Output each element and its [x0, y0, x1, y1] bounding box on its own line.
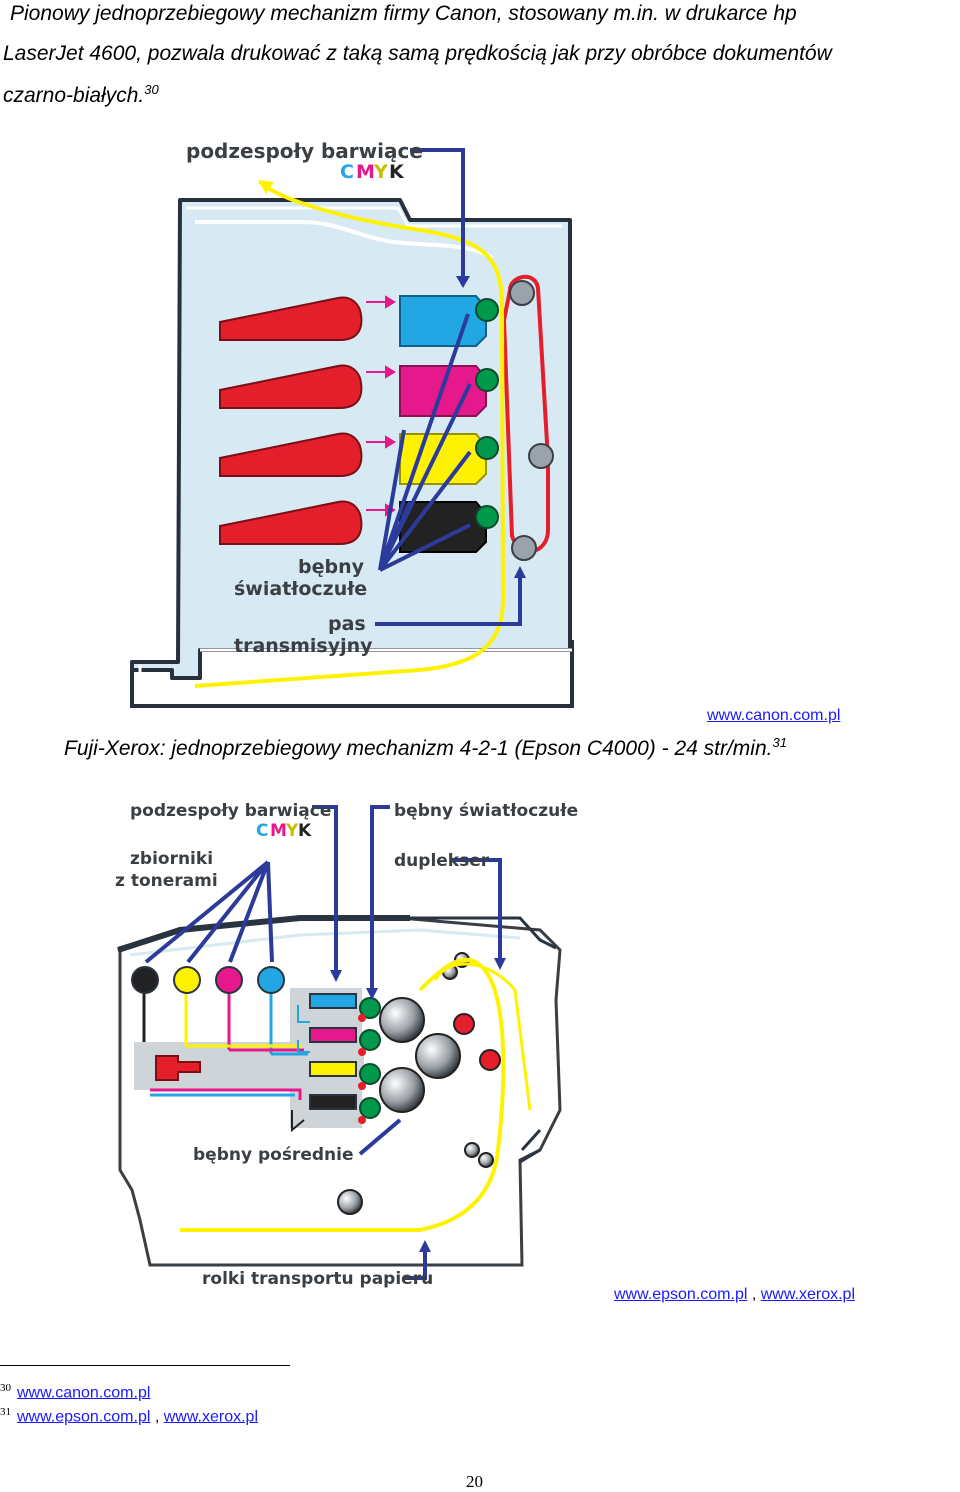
- tank-m: [215, 966, 243, 994]
- toner-cartridge-2: [219, 364, 363, 409]
- label-belt-2: transmisyjny: [234, 635, 373, 657]
- footnote-31-link-a[interactable]: www.epson.com.pl: [17, 1408, 151, 1426]
- xerox-label-arrows: [144, 805, 502, 1280]
- toner-cartridge-1: [219, 296, 363, 341]
- xlabel-intermediate: bębny pośrednie: [193, 1145, 353, 1165]
- label-m: M: [356, 161, 375, 183]
- xerox-color-units: [309, 993, 357, 1110]
- drum-c: [475, 298, 499, 322]
- footnote-30: 30 www.canon.com.pl: [0, 1378, 150, 1403]
- intro-line-3: czarno-białych.30: [3, 82, 159, 108]
- intermediate-drum-3: [379, 1067, 425, 1113]
- printer-body-highlight: [186, 206, 562, 228]
- xlabel-c: C: [256, 821, 268, 841]
- developer-unit: [155, 1055, 201, 1081]
- xerox-paper-path: [180, 957, 506, 1232]
- label-y: Y: [373, 161, 388, 183]
- toner-cartridge-4: [219, 500, 363, 545]
- drum-k: [475, 505, 499, 529]
- figure2-source-link-a[interactable]: www.epson.com.pl: [614, 1286, 748, 1303]
- photoconductor-drums: [475, 298, 499, 529]
- belt-roller-bottom: [511, 535, 537, 561]
- footnote-rule: [0, 1365, 290, 1366]
- belt-roller-mid: [528, 443, 554, 469]
- label-c: C: [340, 161, 354, 183]
- xunit-c: [309, 993, 357, 1009]
- toner-tanks: [131, 966, 285, 994]
- intro-line-2: LaserJet 4600, pozwala drukować z taką s…: [3, 42, 832, 65]
- intro-line-1: Pionowy jednoprzebiegowy mechanizm firmy…: [10, 2, 797, 25]
- printer-base: [130, 640, 574, 708]
- intro-line-3-text: czarno-białych.: [3, 84, 145, 107]
- footnote-ref-30[interactable]: 30: [144, 82, 159, 97]
- label-drums-2: światłoczułe: [234, 578, 367, 600]
- figure2-source-sep: ,: [751, 1286, 757, 1303]
- footnote-31-link-b[interactable]: www.xerox.pl: [163, 1408, 258, 1426]
- label-drums-1: bębny: [298, 556, 365, 578]
- toner-feed-lines: [142, 985, 308, 1100]
- printer2-top-inner: [129, 928, 521, 957]
- xlabel-toner-2: z tonerami: [115, 871, 218, 891]
- xunit-m: [309, 1027, 357, 1043]
- drum-m: [475, 368, 499, 392]
- paper-path: [194, 180, 506, 688]
- label-belt-1: pas: [328, 613, 366, 635]
- xlabel-drums: bębny światłoczułe: [394, 801, 578, 821]
- intermediate-drums: [379, 997, 461, 1113]
- belt-roller-top: [509, 280, 535, 306]
- label-color-units: podzespoły barwiące: [186, 139, 423, 163]
- figure1-source-link[interactable]: www.canon.com.pl: [707, 707, 841, 724]
- page-number: 20: [466, 1472, 483, 1491]
- xerox-label-arrowheads: [330, 958, 506, 1252]
- toner-cartridge-3: [219, 432, 363, 477]
- unit-cyan: [399, 295, 487, 347]
- xlabel-k: K: [298, 821, 312, 841]
- intermediate-drum-2: [415, 1033, 461, 1079]
- footnote-31-sep: ,: [154, 1408, 160, 1426]
- figure1-source[interactable]: www.canon.com.pl: [707, 707, 840, 725]
- xlabel-units: podzespoły barwiące: [130, 801, 331, 821]
- xunit-k: [309, 1094, 357, 1110]
- printer2-lid: [300, 916, 557, 950]
- figure2-source-link-b[interactable]: www.xerox.pl: [760, 1286, 855, 1303]
- printer-base-highlight: [138, 665, 566, 704]
- xerox-photoconductor-drums: [358, 997, 381, 1124]
- feed-mark-k: [291, 1110, 305, 1133]
- xerox-paper-path-duplex: [433, 962, 532, 1111]
- label-arrowheads: [456, 276, 526, 578]
- caption-2: Fuji-Xerox: jednoprzebiegowy mechanizm 4…: [64, 735, 787, 761]
- label-arrows: [375, 148, 522, 626]
- tank-y: [173, 966, 201, 994]
- intermediate-drum-1: [379, 997, 425, 1043]
- xlabel-m: M: [270, 821, 287, 841]
- tank-k: [131, 966, 159, 994]
- xlabel-duplex: duplekser: [394, 851, 490, 871]
- footnote-31-num: 31: [0, 1406, 11, 1418]
- xlabel-rollers: rolki transportu papieru: [202, 1269, 433, 1289]
- paper-path-arrowhead: [258, 180, 274, 194]
- footnote-ref-31[interactable]: 31: [772, 735, 787, 750]
- xlabel-toner-1: zbiorniki: [130, 849, 213, 869]
- toner-cartridges: [219, 296, 363, 545]
- footnote-30-num: 30: [0, 1382, 11, 1394]
- xlabel-y: Y: [285, 821, 299, 841]
- footnote-31: 31 www.epson.com.pl , www.xerox.pl: [0, 1402, 258, 1427]
- footnote-30-link[interactable]: www.canon.com.pl: [17, 1384, 151, 1402]
- caption-2-text: Fuji-Xerox: jednoprzebiegowy mechanizm 4…: [64, 737, 773, 760]
- label-k: K: [389, 161, 405, 183]
- printer2-notch: [519, 1148, 541, 1164]
- canon-mechanism-diagram: podzespoły barwiące C M Y K bębny światł…: [130, 139, 574, 708]
- xunit-y: [309, 1061, 357, 1077]
- tank-c: [257, 966, 285, 994]
- belt-rollers: [509, 280, 554, 561]
- xerox-mechanism-diagram: podzespoły barwiące C M Y K bębny światł…: [115, 801, 578, 1289]
- xerox-exit-slot: [520, 1128, 542, 1152]
- drum-y: [475, 436, 499, 460]
- figure2-source: www.epson.com.pl , www.xerox.pl: [614, 1286, 855, 1304]
- feed-marks: [297, 1005, 310, 1053]
